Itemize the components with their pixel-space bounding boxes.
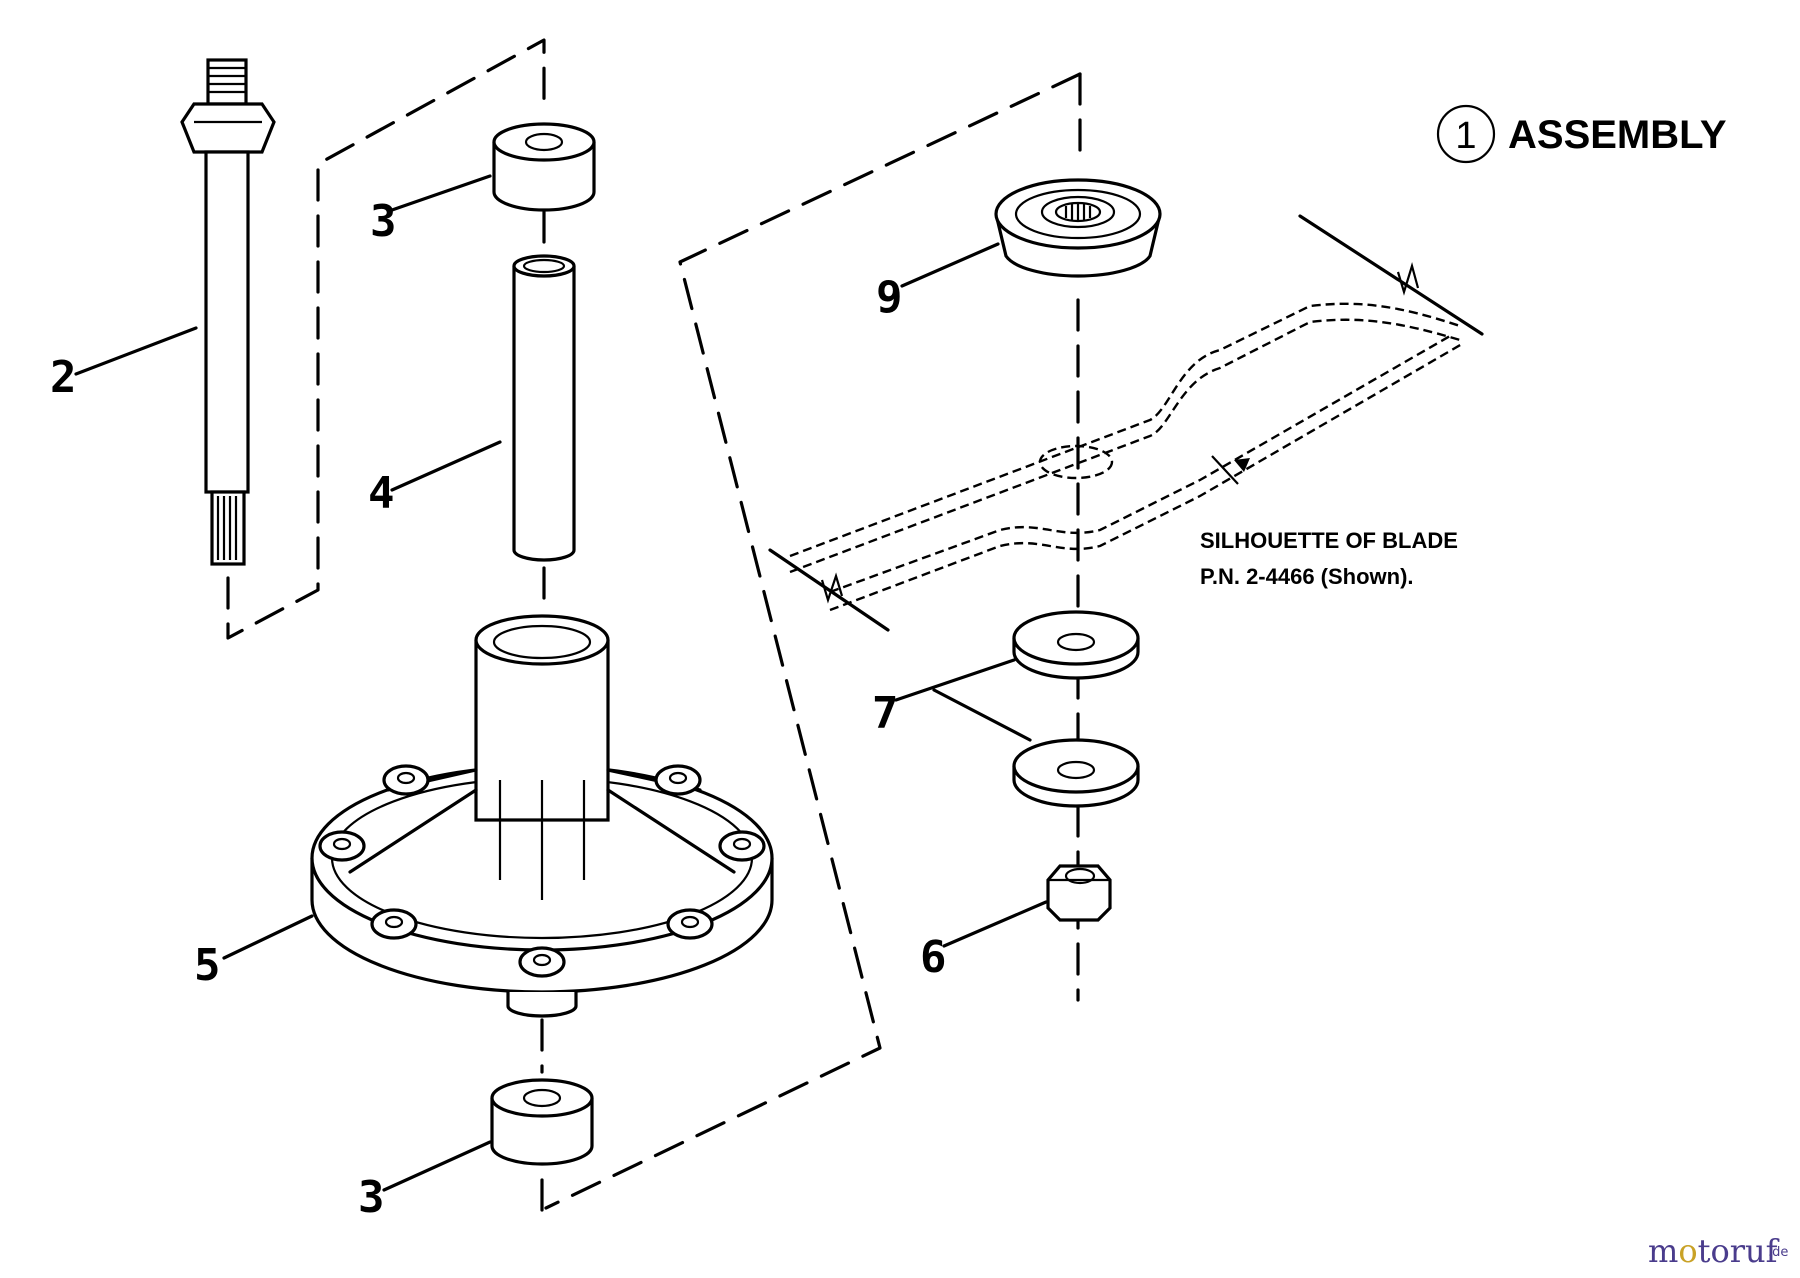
watermark-part3: toruf — [1698, 1232, 1780, 1270]
housing-part — [310, 614, 774, 1018]
blade-silhouette — [768, 214, 1484, 632]
title-circle — [1436, 104, 1496, 164]
callout-bearing-bottom: 3 — [358, 1172, 385, 1223]
watermark-part1: m — [1648, 1232, 1678, 1270]
bearing-bottom-part — [490, 1078, 594, 1166]
bearing-top-part — [492, 122, 596, 212]
callout-adapter: 9 — [876, 272, 903, 323]
watermark-part2: o — [1678, 1232, 1697, 1270]
shaft-thread-top — [206, 58, 248, 106]
callout-nut: 6 — [920, 932, 947, 983]
title-text: ASSEMBLY — [1508, 113, 1727, 157]
callout-shaft: 2 — [50, 352, 77, 403]
spacer-part — [512, 254, 576, 562]
nut-part — [1046, 864, 1112, 922]
housing-bosses — [318, 764, 766, 978]
watermark-logo: motoruf .de — [1648, 1232, 1788, 1270]
callout-washers: 7 — [872, 688, 899, 739]
title-number: 1 — [1455, 115, 1476, 157]
adapter-part — [994, 178, 1162, 278]
shaft-spline — [210, 490, 246, 566]
blade-note-line2: P.N. 2-4466 (Shown). — [1200, 564, 1414, 589]
blade-note-line1: SILHOUETTE OF BLADE — [1200, 528, 1458, 553]
shaft-body — [204, 150, 250, 494]
callout-numbers: 2 3 4 5 3 9 7 6 — [50, 196, 947, 1223]
right-bracket — [544, 72, 1082, 1210]
washers-part — [1012, 610, 1140, 808]
watermark-suffix: .de — [1768, 1245, 1788, 1260]
callout-spacer: 4 — [368, 468, 395, 519]
leader-lines — [74, 174, 1048, 1192]
callout-housing: 5 — [194, 940, 221, 991]
blade-note: SILHOUETTE OF BLADE P.N. 2-4466 (Shown). — [1200, 528, 1458, 589]
svg-text:motoruf: motoruf — [1648, 1232, 1780, 1270]
assembly-title: 1 ASSEMBLY — [1436, 104, 1727, 164]
shaft-hex — [180, 102, 276, 154]
shaft-part — [180, 38, 546, 640]
callout-bearing-top: 3 — [370, 196, 397, 247]
